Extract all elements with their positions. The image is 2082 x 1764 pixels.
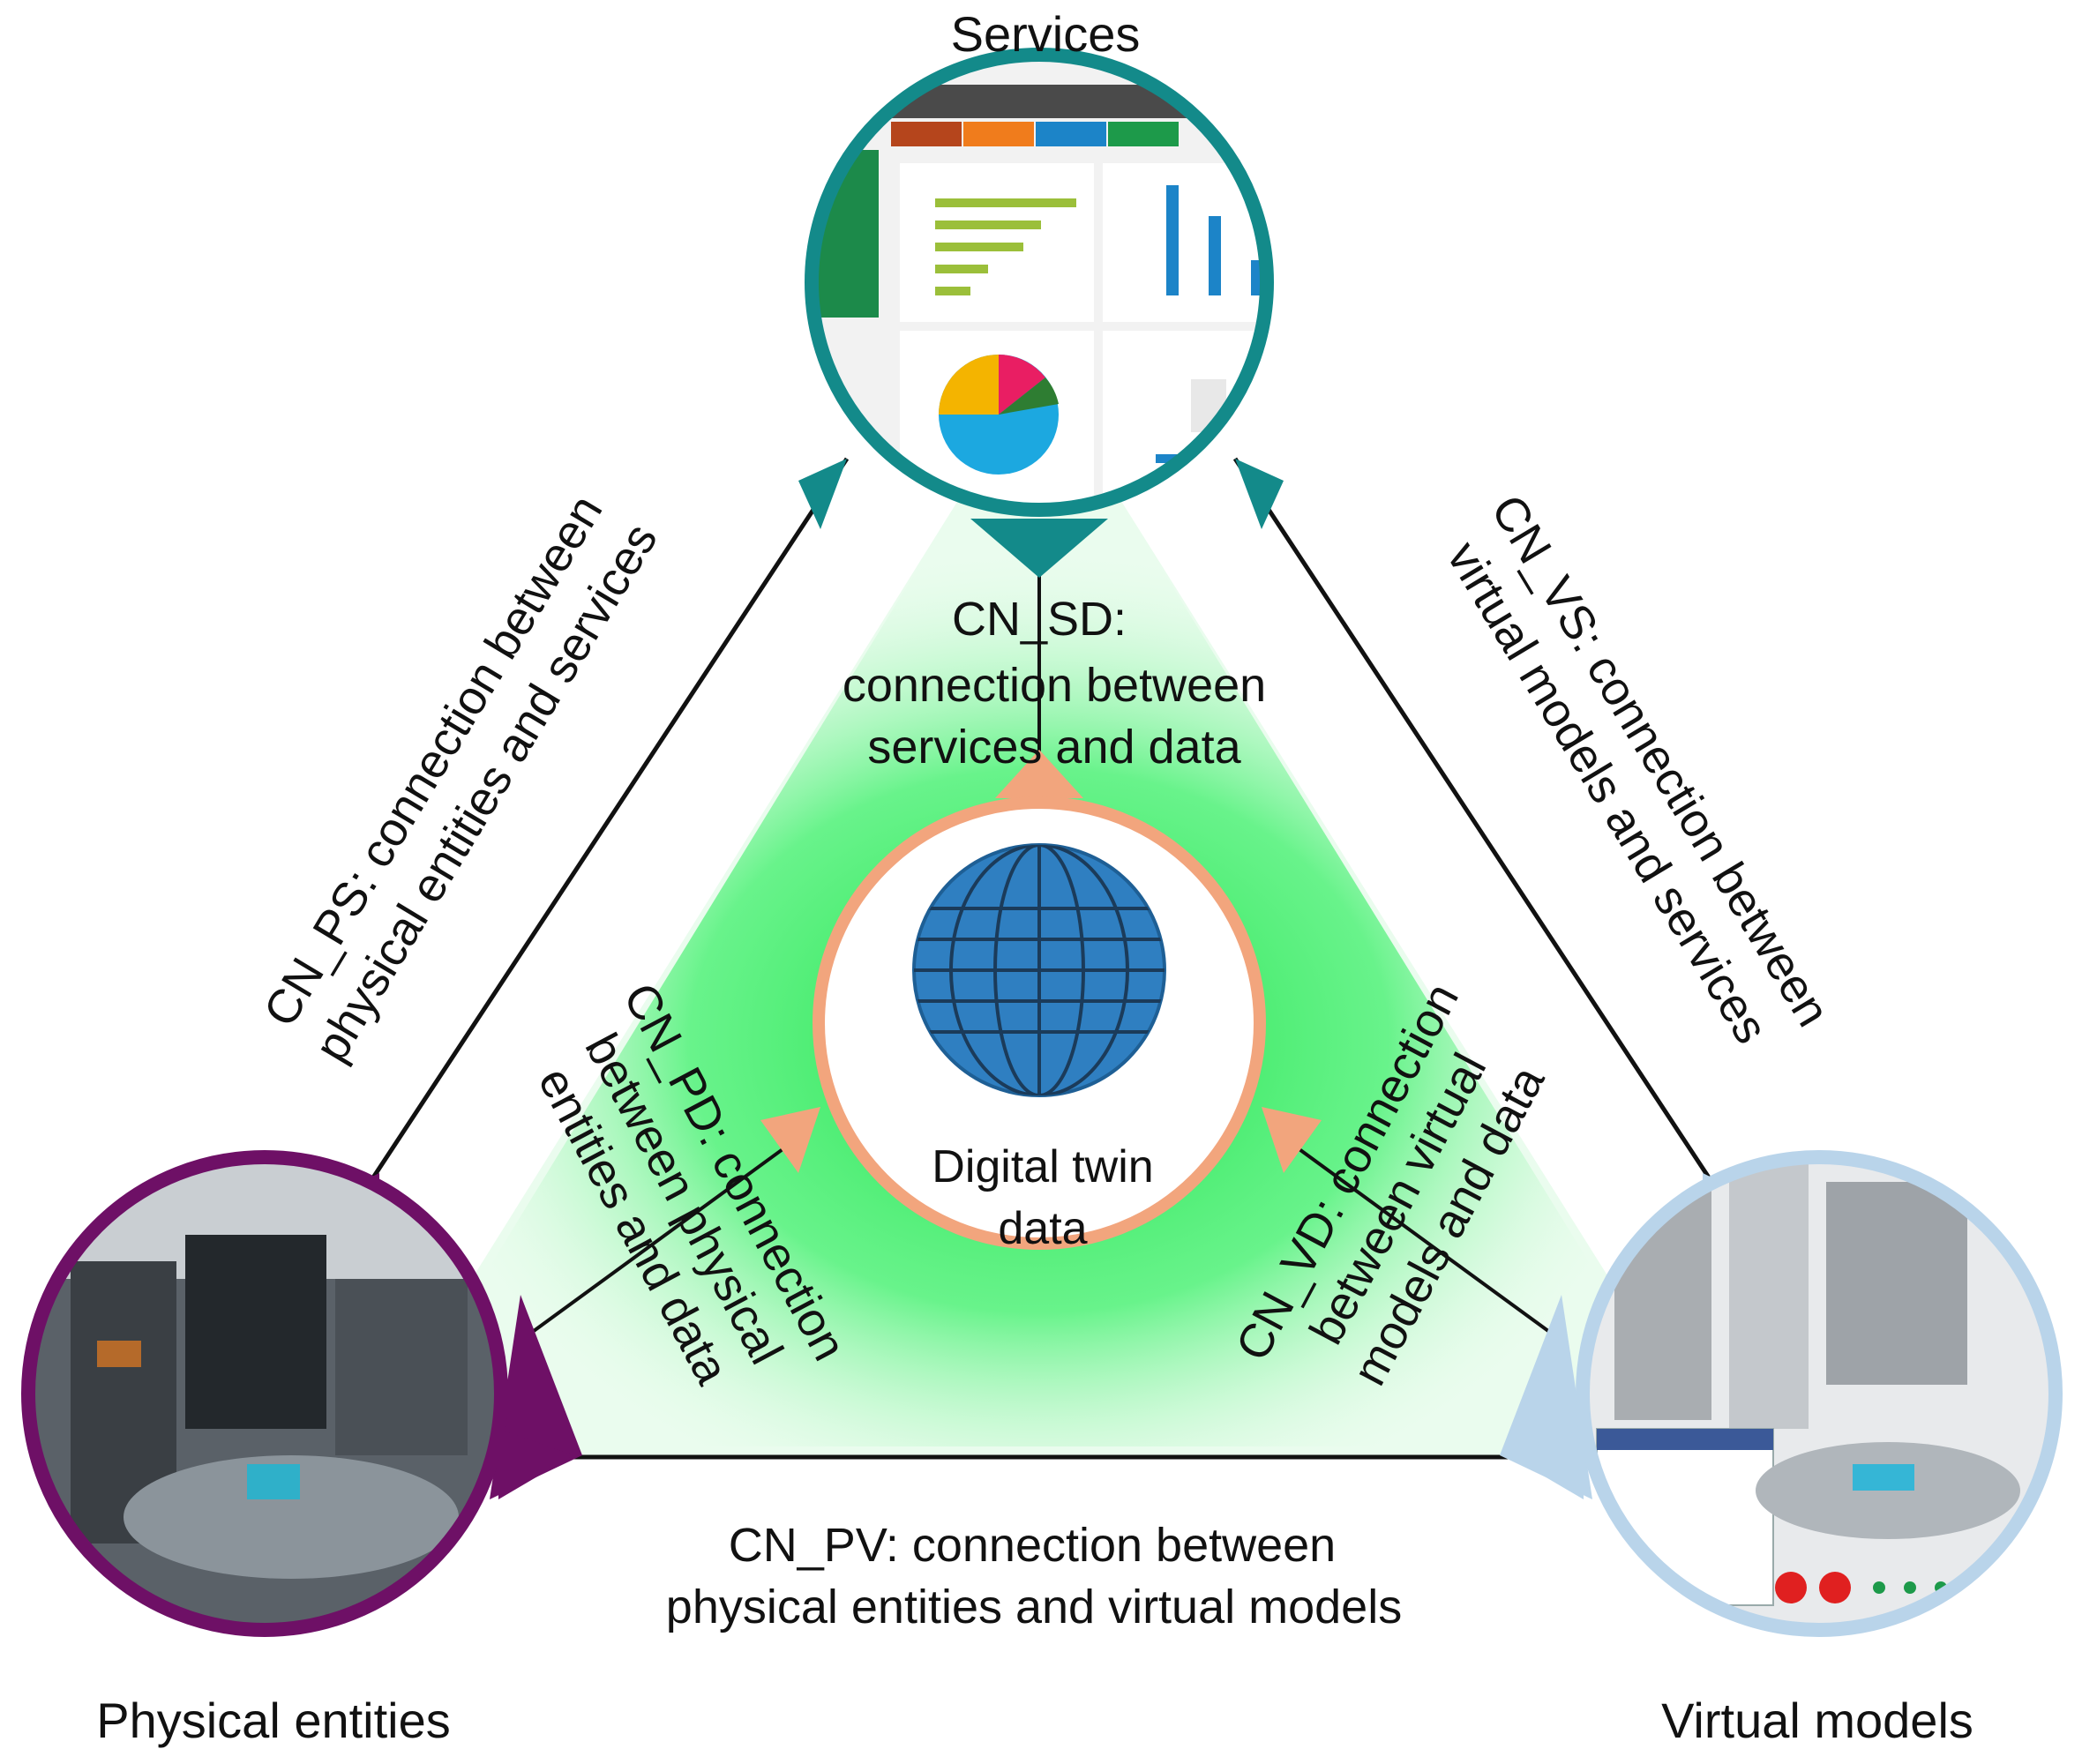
virtual-title: Virtual models xyxy=(1661,1693,1973,1748)
cn-ps-label: CN_PS: connection between physical entit… xyxy=(253,486,668,1071)
cn-vs-line2: virtual models and services xyxy=(1437,533,1779,1052)
cn-sd-line1: CN_SD: xyxy=(952,593,1127,646)
cn-ps-line1: CN_PS: connection between xyxy=(253,486,612,1035)
physical-title: Physical entities xyxy=(96,1693,451,1748)
triangle-edges xyxy=(350,457,1732,1460)
services-title: Services xyxy=(951,6,1141,62)
cn-sd-line3: services and data xyxy=(867,721,1241,774)
edge-services-virtual xyxy=(1232,457,1732,1210)
services-node: Services xyxy=(798,6,1284,578)
physical-node: Physical entities xyxy=(21,1150,582,1748)
data-node: Digital twin data xyxy=(760,750,1322,1254)
cn-ps-line2: physical entities and services xyxy=(304,514,668,1070)
cn-vs-label: CN_VS: connection between virtual models… xyxy=(1437,486,1840,1052)
virtual-node: Virtual models xyxy=(1500,1150,2063,1748)
edge-services-physical xyxy=(350,457,850,1210)
data-title-line1: Digital twin xyxy=(932,1141,1153,1192)
cn-pv-line1: CN_PV: connection between xyxy=(729,1519,1336,1572)
cn-sd-label: CN_SD: connection between services and d… xyxy=(843,593,1266,774)
connector-physical-data xyxy=(519,1136,800,1342)
cn-sd-line2: connection between xyxy=(843,659,1266,712)
data-title-line2: data xyxy=(998,1203,1087,1254)
cn-pv-line2: physical entities and virtual models xyxy=(666,1581,1402,1633)
cn-vs-line1: CN_VS: connection between xyxy=(1480,486,1839,1035)
inner-connectors xyxy=(519,556,1563,1342)
connector-virtual-data xyxy=(1282,1136,1563,1342)
globe-icon xyxy=(912,843,1166,1097)
cn-pv-label: CN_PV: connection between physical entit… xyxy=(666,1519,1402,1633)
